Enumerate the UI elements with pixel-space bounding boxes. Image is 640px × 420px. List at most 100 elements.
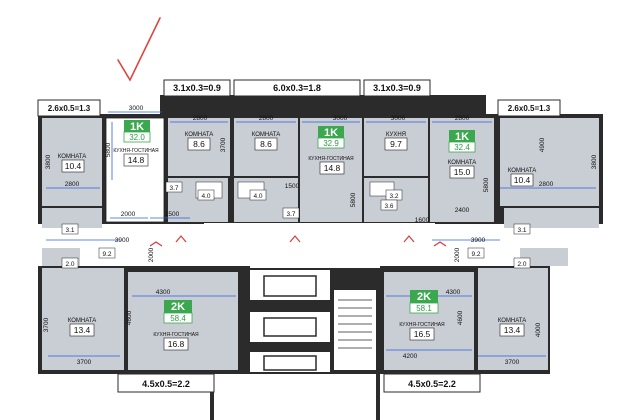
bath-area: 3.2 bbox=[389, 193, 398, 200]
room-label: КУХНЯ-ГОСТИНАЯ bbox=[399, 322, 445, 328]
bath-area: 3.6 bbox=[384, 203, 393, 210]
dimension-label: 5800 bbox=[105, 142, 112, 157]
room-label: КУХНЯ bbox=[386, 132, 406, 138]
room-label: КОМНАТА bbox=[508, 168, 536, 174]
apartment-badge bbox=[164, 300, 192, 313]
apartment-badge bbox=[449, 130, 475, 142]
dimension-label: 2400 bbox=[455, 207, 470, 214]
entrance-markers bbox=[149, 235, 447, 247]
check-mark-icon bbox=[117, 17, 161, 82]
apartment-badge bbox=[410, 290, 438, 303]
room-area: 16.5 bbox=[414, 329, 431, 339]
balcony-label: 3.1x0.3=0.9 bbox=[173, 83, 221, 93]
bath-area: 9.2 bbox=[471, 251, 480, 258]
dimension-label: 2000 bbox=[148, 247, 155, 262]
bath-area: 2.0 bbox=[65, 261, 74, 268]
dimension-label: 4600 bbox=[457, 310, 464, 325]
room-area: 10.4 bbox=[514, 175, 531, 185]
lower-rooms bbox=[42, 248, 568, 370]
room-area: 10.4 bbox=[65, 161, 82, 171]
apartment-rooms: 2K bbox=[417, 291, 431, 303]
room-label: КОМНАТА bbox=[58, 154, 86, 160]
bath-area: 3.7 bbox=[286, 211, 295, 218]
dimension-label: 3800 bbox=[45, 154, 52, 169]
apartment-badge bbox=[318, 126, 344, 138]
door-arrow-icon bbox=[433, 241, 447, 247]
apartment-rooms: 2K bbox=[171, 301, 185, 313]
dimension-label: 3700 bbox=[505, 359, 520, 366]
dimension-label: 3900 bbox=[115, 237, 130, 244]
dimension-labels: 3000 5800 2000 1500 2800 3700 2800 3000 … bbox=[43, 105, 598, 366]
dimension-label: 4300 bbox=[446, 289, 461, 296]
balcony-label: 3.1x0.3=0.9 bbox=[373, 83, 421, 93]
room-label: КУХНЯ-ГОСТИНАЯ bbox=[308, 156, 354, 162]
room-area: 9.7 bbox=[390, 139, 402, 149]
room-label: КОМНАТА bbox=[498, 318, 526, 324]
apartment-area: 58.1 bbox=[416, 304, 432, 313]
apt5-kitchen-living bbox=[384, 272, 474, 370]
apartment-badge bbox=[124, 120, 150, 132]
bath-area: 9.2 bbox=[102, 251, 111, 258]
balcony-label: 2.6x0.5=1.3 bbox=[508, 104, 551, 113]
bath-area-boxes bbox=[61, 181, 531, 269]
bath-area: 3.1 bbox=[517, 227, 526, 234]
balcony-label: 4.5x0.5=2.2 bbox=[142, 379, 190, 389]
bath-area: 4.0 bbox=[253, 193, 262, 200]
bath-area: 3.1 bbox=[65, 227, 74, 234]
room-area: 14.8 bbox=[128, 155, 145, 165]
bath-area: 3.7 bbox=[169, 185, 178, 192]
dimension-label: 2000 bbox=[121, 211, 136, 218]
door-arrow-icon bbox=[289, 235, 301, 243]
balcony-label: 6.0x0.3=1.8 bbox=[273, 83, 321, 93]
room-area-values: 10.4 14.8 8.6 8.6 14.8 9.7 15.0 10.4 13.… bbox=[65, 139, 531, 349]
dimension-label: 4000 bbox=[535, 322, 542, 337]
dimension-label: 5800 bbox=[350, 192, 357, 207]
room-label: КОМНАТА bbox=[68, 318, 96, 324]
room-area: 8.6 bbox=[260, 139, 272, 149]
dimension-label: 3000 bbox=[333, 115, 348, 122]
dimension-label: 3000 bbox=[391, 115, 406, 122]
corridor bbox=[40, 224, 600, 266]
balcony-labels: 3.1x0.3=0.9 6.0x0.3=1.8 3.1x0.3=0.9 2.6x… bbox=[48, 83, 551, 389]
apartment-area: 32.9 bbox=[323, 139, 339, 148]
door-arrow-icon bbox=[149, 241, 163, 247]
dimension-label: 4900 bbox=[539, 137, 546, 152]
apartment-area: 58.4 bbox=[170, 314, 186, 323]
apartment-rooms: 1K bbox=[130, 121, 144, 133]
room-area: 14.8 bbox=[324, 163, 341, 173]
dimension-label: 4200 bbox=[403, 353, 418, 360]
dimension-label: 5800 bbox=[483, 177, 490, 192]
dimension-label: 3800 bbox=[591, 154, 598, 169]
dimension-lines bbox=[46, 111, 596, 357]
dimension-label: 2800 bbox=[539, 181, 554, 188]
bath-area-values: 3.7 4.0 4.0 3.7 3.2 3.6 3.1 2.0 9.2 3.1 … bbox=[65, 185, 526, 268]
dimension-label: 2800 bbox=[65, 181, 80, 188]
room-label: КОМНАТА bbox=[185, 132, 213, 138]
dimension-label: 4300 bbox=[156, 289, 171, 296]
dimension-label: 2800 bbox=[259, 115, 274, 122]
dimension-label: 2800 bbox=[455, 115, 470, 122]
room-label: КУХНЯ-ГОСТИНАЯ bbox=[113, 148, 159, 154]
door-arrow-icon bbox=[403, 235, 415, 243]
apartment-rooms: 1K bbox=[324, 127, 338, 139]
room-label: КУХНЯ-ГОСТИНАЯ bbox=[153, 332, 199, 338]
room-area: 13.4 bbox=[74, 325, 91, 335]
room-area: 8.6 bbox=[193, 139, 205, 149]
dimension-label: 4600 bbox=[126, 310, 133, 325]
balconies bbox=[37, 79, 561, 393]
dimension-label: 3900 bbox=[471, 237, 486, 244]
apartment-badges: 1K 32.0 1K 32.9 1K 32.4 2K 58.4 2K 58.1 bbox=[123, 120, 476, 324]
room-right-bottom bbox=[478, 268, 548, 370]
dimension-label: 1600 bbox=[415, 217, 430, 224]
stair-core bbox=[214, 270, 376, 420]
room-area: 16.8 bbox=[168, 339, 185, 349]
room-right-top bbox=[500, 118, 599, 206]
room-name-labels: КОМНАТА КУХНЯ-ГОСТИНАЯ КОМНАТА КОМНАТА К… bbox=[58, 132, 536, 338]
dimension-label: 1500 bbox=[285, 183, 300, 190]
room-left-bottom bbox=[42, 268, 124, 370]
room-area-boxes bbox=[61, 137, 534, 351]
dimension-label: 3700 bbox=[43, 317, 50, 332]
room-label: КОМНАТА bbox=[448, 160, 476, 166]
dimension-label: 1500 bbox=[165, 211, 180, 218]
